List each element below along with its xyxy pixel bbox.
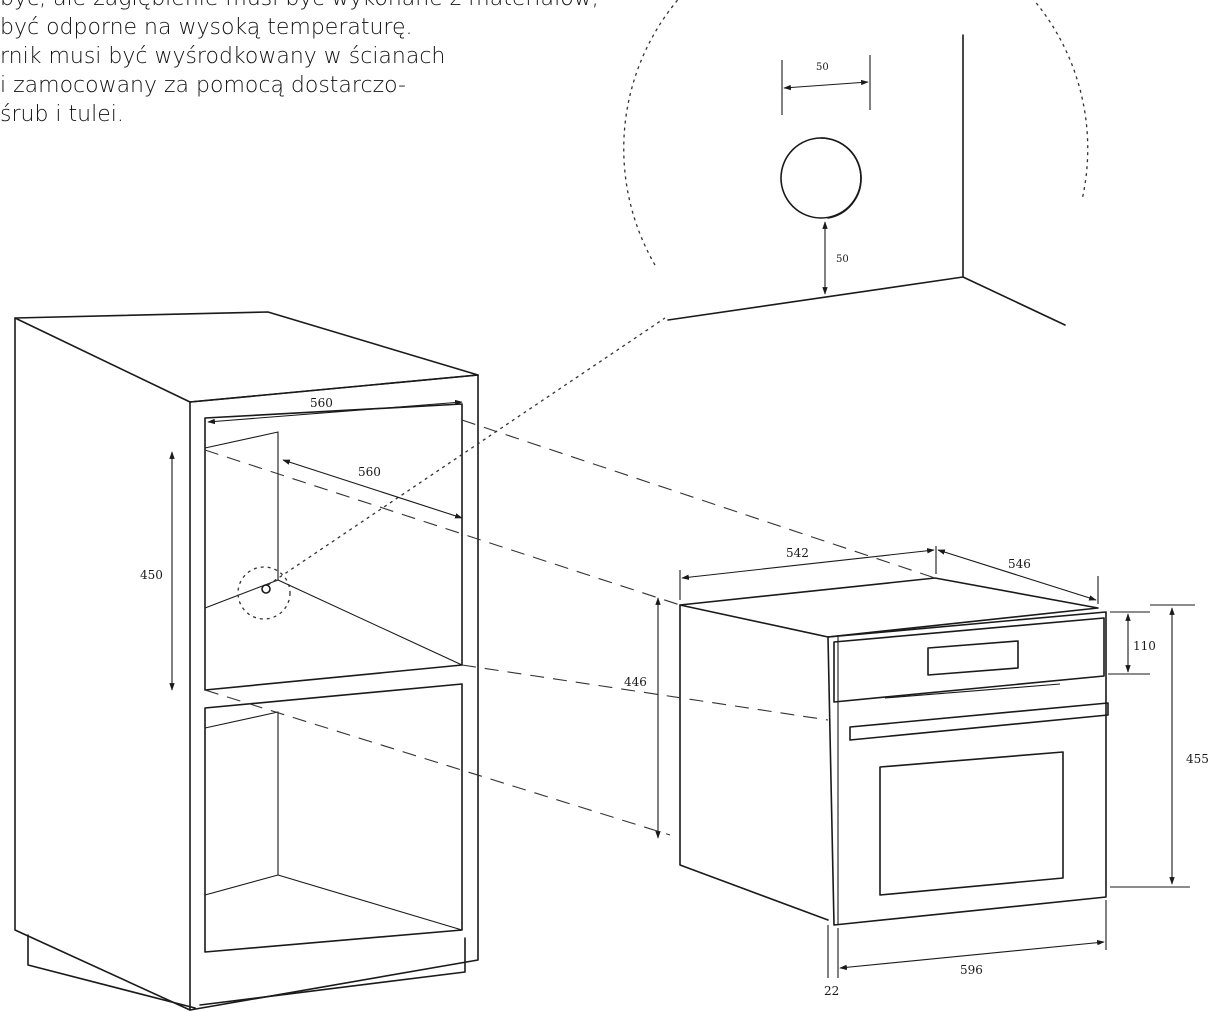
dim-line-oven-body-width	[681, 548, 935, 580]
control-panel	[833, 617, 1105, 703]
cabinet-side	[14, 317, 191, 1011]
oven-front-panel	[827, 611, 1107, 926]
projection-line	[461, 664, 829, 721]
dim-label-oven-body-width: 542	[786, 546, 809, 560]
control-underline	[884, 683, 1061, 699]
dim-label-control-panel: 110	[1133, 639, 1156, 653]
dim-line-detail-horizontal	[783, 79, 869, 91]
dim-label-oven-body-depth: 546	[1008, 557, 1031, 571]
projection-line	[204, 689, 671, 836]
dim-label-cabinet-width: 560	[310, 396, 333, 410]
cabinet-plinth	[27, 934, 466, 1009]
detail-circle	[623, 0, 1089, 266]
cabinet-top	[14, 311, 479, 403]
instruction-line: być odporne na wysoką temperaturę.	[0, 15, 413, 40]
lower-niche-depth	[204, 711, 463, 931]
instruction-line: rnik musi być wyśrodkowany w ścianach	[0, 44, 446, 69]
socket-zoom-marker	[237, 566, 291, 620]
dim-label-oven-body-height: 446	[624, 675, 647, 689]
oven-body-side	[679, 604, 829, 921]
dim-label-detail-horizontal: 50	[816, 62, 829, 73]
dim-line-cabinet-width	[207, 399, 463, 425]
projection-line	[204, 449, 681, 606]
dim-label-detail-vertical: 50	[836, 254, 849, 265]
oven-door-handle	[849, 702, 1109, 741]
socket-detail	[267, 0, 1089, 586]
instruction-line: i zamocowany za pomocą dostarczo-	[0, 73, 406, 98]
cabinet	[14, 311, 479, 1011]
lower-niche	[204, 683, 463, 953]
socket-icon	[261, 584, 271, 594]
oven-window	[879, 751, 1064, 896]
dim-line-oven-body-depth	[937, 549, 1097, 601]
detail-walls	[667, 34, 1066, 326]
dim-label-front-thickness: 22	[824, 984, 839, 998]
dim-label-oven-front-width: 596	[960, 963, 983, 977]
detail-socket-depth	[820, 137, 862, 219]
cabinet-front-frame	[189, 374, 479, 1011]
projection-lines	[204, 419, 936, 836]
oven	[679, 577, 1109, 926]
instruction-line: śrub i tulei.	[0, 102, 124, 127]
dim-line-oven-front-width	[839, 939, 1105, 971]
dim-line-cabinet-depth	[282, 459, 463, 519]
dim-label-oven-front-height: 455	[1186, 752, 1209, 766]
oven-body-top	[679, 577, 1099, 638]
oven-niche-depth	[204, 431, 463, 666]
oven-display	[927, 640, 1019, 676]
zoom-guide-line	[267, 317, 666, 586]
dimension-lines: 560 560 450 542 546 446 110 455 596	[140, 55, 1209, 998]
instruction-line: być, ale zagłębienie musi być wykonane z…	[0, 0, 599, 13]
installation-instructions: być, ale zagłębienie musi być wykonane z…	[0, 0, 599, 129]
dim-label-cabinet-height: 450	[140, 568, 163, 582]
dim-label-cabinet-depth: 560	[358, 465, 381, 479]
projection-line	[461, 419, 936, 579]
